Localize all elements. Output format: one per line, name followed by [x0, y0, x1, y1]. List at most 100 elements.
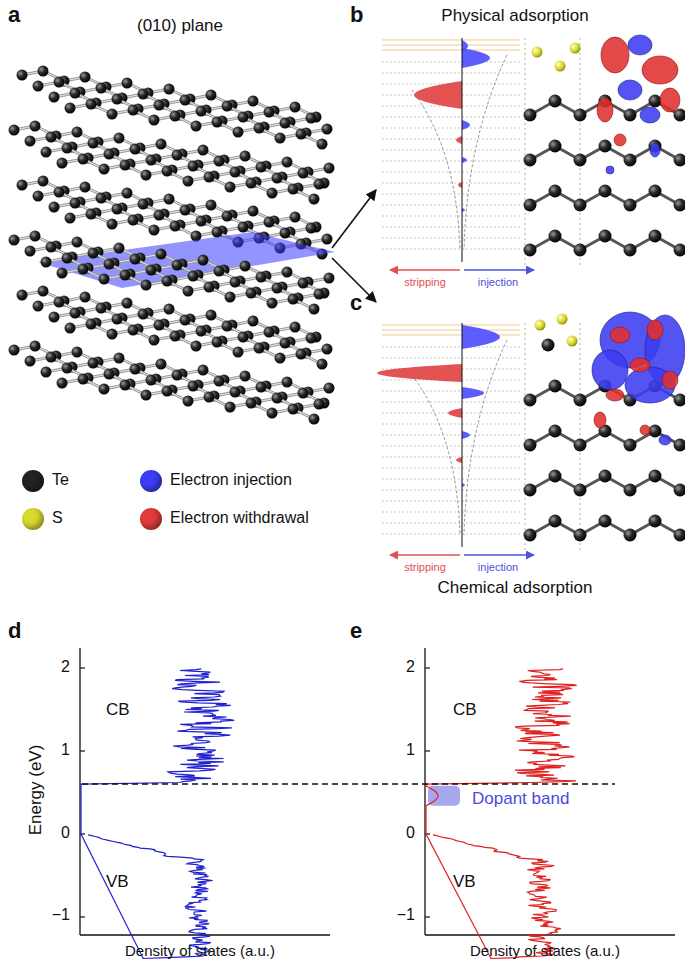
tick-label: −1	[397, 906, 415, 924]
te-atom	[65, 103, 76, 114]
te-lattice	[9, 66, 336, 425]
te-atom	[149, 335, 160, 346]
te-atom	[549, 470, 562, 483]
te-atom	[222, 211, 233, 222]
te-atom	[86, 209, 97, 220]
te-atom	[146, 375, 157, 386]
level-line	[382, 501, 520, 502]
te-atom	[204, 282, 215, 293]
legend-swatch	[22, 508, 44, 530]
te-atom	[524, 439, 537, 452]
charge-blob	[606, 389, 624, 401]
te-atom	[256, 162, 267, 173]
arrow-label: stripping	[404, 276, 446, 289]
level-line	[382, 50, 520, 51]
te-atom	[164, 194, 175, 205]
te-atom	[54, 297, 65, 308]
level-line	[382, 183, 520, 184]
te-atom	[574, 439, 587, 452]
te-atom	[599, 470, 612, 483]
te-atom	[674, 199, 685, 212]
te-atom	[57, 268, 68, 279]
level-line	[382, 523, 520, 524]
envelope	[412, 90, 460, 250]
axis-title: Energy (eV)	[26, 745, 46, 836]
tick-label: 0	[61, 824, 70, 842]
te-atom	[172, 260, 183, 271]
level-line	[382, 424, 520, 425]
te-atom	[549, 230, 562, 243]
charge-blob	[618, 80, 642, 100]
axis	[424, 648, 425, 935]
te-atom	[114, 133, 125, 144]
arrow-label: injection	[478, 561, 518, 574]
te-atom	[80, 72, 91, 83]
te-atom	[240, 261, 251, 272]
te-atom	[107, 109, 118, 120]
te-atom	[164, 304, 175, 315]
te-atom	[248, 96, 259, 107]
tick	[80, 916, 85, 917]
te-atom	[138, 309, 149, 320]
te-atom	[72, 237, 83, 248]
te-atom	[46, 352, 57, 363]
charge-lobe	[448, 408, 462, 418]
te-atom	[62, 253, 73, 264]
te-atom	[214, 156, 225, 167]
charge-blob	[592, 350, 628, 390]
te-atom	[33, 191, 44, 202]
te-atom	[246, 178, 257, 189]
fermi-line	[82, 783, 615, 785]
axis	[462, 323, 463, 547]
te-atom	[9, 345, 20, 356]
te-atom	[524, 529, 537, 542]
axis-title: Density of states (a.u.)	[125, 942, 275, 959]
te-atom	[49, 92, 60, 103]
te-atom	[204, 392, 215, 403]
te-atom	[256, 382, 267, 393]
te-atom	[17, 180, 28, 191]
legend-text: Electron injection	[170, 471, 292, 489]
te-atom	[233, 127, 244, 138]
te-atom	[317, 359, 328, 370]
te-atom	[78, 374, 89, 385]
te-atom	[280, 228, 291, 239]
te-atom	[154, 320, 165, 331]
s-atom	[535, 320, 546, 331]
te-atom	[78, 264, 89, 275]
charge-lobe	[462, 387, 484, 399]
te-atom	[574, 154, 587, 167]
te-atom	[120, 380, 131, 391]
te-atom	[225, 182, 236, 193]
te-atom	[674, 244, 685, 257]
legend-swatch	[140, 508, 162, 530]
te-atom	[141, 170, 152, 181]
te-atom	[70, 308, 81, 319]
tick	[425, 916, 430, 917]
te-atom	[96, 83, 107, 94]
te-atom	[57, 378, 68, 389]
te-atom	[138, 89, 149, 100]
te-atom	[574, 244, 587, 257]
s-atom	[567, 336, 578, 347]
dos-curve	[426, 669, 577, 959]
te-atom	[275, 133, 286, 144]
te-atom	[204, 172, 215, 183]
band-label: CB	[453, 700, 477, 720]
te-atom	[38, 66, 49, 77]
te-atom	[298, 388, 309, 399]
te-atom	[624, 109, 637, 122]
te-atom	[104, 259, 115, 270]
te-atom	[41, 257, 52, 268]
band-label: VB	[453, 872, 476, 892]
te-atom	[88, 138, 99, 149]
te-atom	[225, 292, 236, 303]
level-line	[382, 347, 520, 348]
te-atom	[322, 234, 333, 245]
te-atom	[196, 216, 207, 227]
level-line	[382, 73, 520, 74]
cell-line	[525, 38, 526, 265]
te-atom	[649, 515, 662, 528]
level-line	[382, 161, 520, 162]
te-atom	[38, 176, 49, 187]
